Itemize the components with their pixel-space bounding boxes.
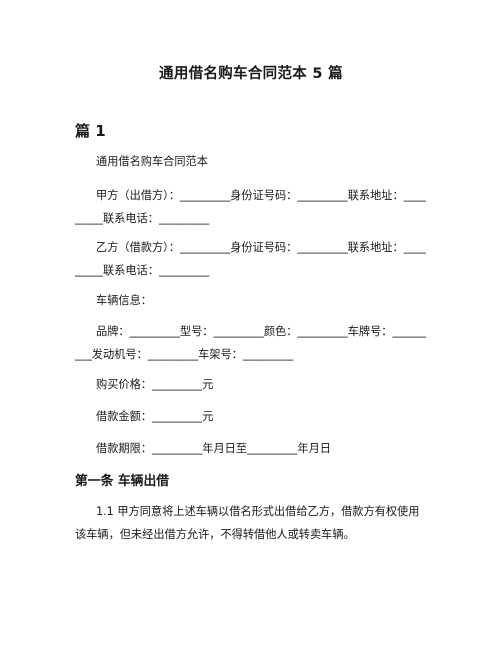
paragraph-vehicle-details: 品牌：_________型号：_________颜色：_________车牌号：… <box>75 325 427 361</box>
section-heading: 篇 1 <box>75 122 106 140</box>
paragraph-loan-term: 借款期限：_________年月日至_________年月日 <box>96 442 331 455</box>
article-paragraph: 1.1 甲方同意将上述车辆以借名形式出借给乙方，借款方有权使用该车辆，但未经出借… <box>75 505 420 541</box>
article-heading: 第一条 车辆出借 <box>75 474 170 489</box>
paragraph-contract-name: 通用借名购车合同范本 <box>96 155 208 168</box>
paragraph-loan-amount: 借款金额：_________元 <box>96 410 214 423</box>
paragraph-party-b: 乙方（借款方）：_________身份证号码：_________联系地址：___… <box>75 241 427 277</box>
paragraph-vehicle-info: 车辆信息： <box>96 294 152 307</box>
paragraph-party-a: 甲方（出借方）：_________身份证号码：_________联系地址：___… <box>75 189 427 225</box>
document-title: 通用借名购车合同范本 5 篇 <box>159 66 343 82</box>
paragraph-purchase-price: 购买价格：_________元 <box>96 378 214 391</box>
